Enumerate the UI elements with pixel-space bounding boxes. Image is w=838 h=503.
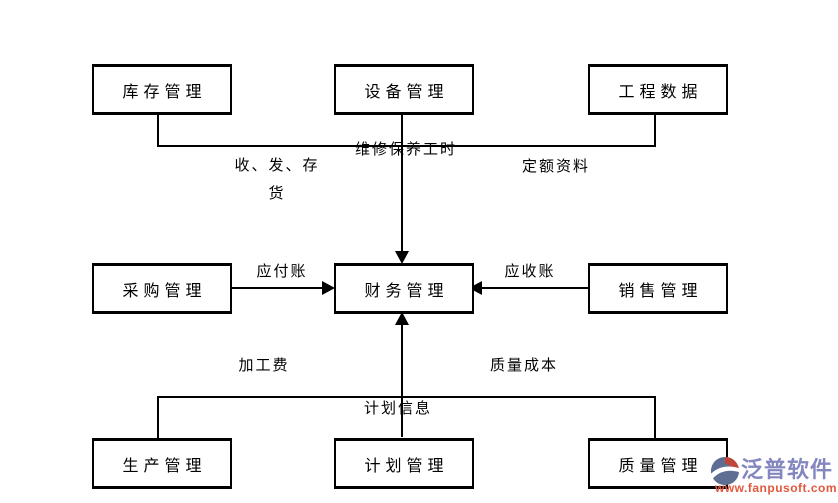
arrowhead-into-finance-bottom [395,312,409,325]
edge-label-receive-issue-stock: 收、发、存货 [234,158,320,202]
fanpu-website-text: www.fanpusoft.com [715,481,838,495]
node-quality: 质量管理 [588,438,728,489]
arrowhead-into-finance-right [469,281,482,295]
node-engineering-data: 工程数据 [588,64,728,115]
node-procurement: 采购管理 [92,263,232,314]
node-planning: 计划管理 [334,438,474,489]
fanpu-watermark: 泛普软件 www.fanpusoft.com [708,451,838,499]
node-quality-label: 质量管理 [618,457,703,475]
edge-label-accounts-receivable: 应收账 [504,264,556,280]
edge-label-quality-cost: 质量成本 [489,358,558,374]
node-sales: 销售管理 [588,263,728,314]
arrowhead-into-finance-left [322,281,335,295]
node-finance: 财务管理 [334,263,474,314]
fanpu-brand-text: 泛普软件 [741,457,834,482]
edge-label-quota-data: 定额资料 [521,159,590,175]
node-inventory: 库存管理 [92,64,232,115]
node-procurement-label: 采购管理 [122,282,207,300]
arrowhead-into-finance-top [395,251,409,264]
node-production: 生产管理 [92,438,232,489]
node-finance-label: 财务管理 [364,282,449,300]
node-equipment: 设备管理 [334,64,474,115]
edge-label-processing-fee: 加工费 [238,358,290,374]
bottom-connector-group [157,323,656,438]
node-engineering-label: 工程数据 [618,83,703,101]
node-sales-label: 销售管理 [618,282,703,300]
fanpu-logo-icon [710,456,740,486]
node-equipment-label: 设备管理 [364,83,449,101]
node-inventory-label: 库存管理 [122,83,207,101]
edge-label-plan-info: 计划信息 [363,401,432,417]
edge-label-maintenance-hours: 维修保养工时 [354,142,457,158]
node-planning-label: 计划管理 [364,457,449,475]
node-production-label: 生产管理 [122,457,207,475]
top-connector-group [157,113,656,253]
edge-label-accounts-payable: 应付账 [256,264,308,280]
